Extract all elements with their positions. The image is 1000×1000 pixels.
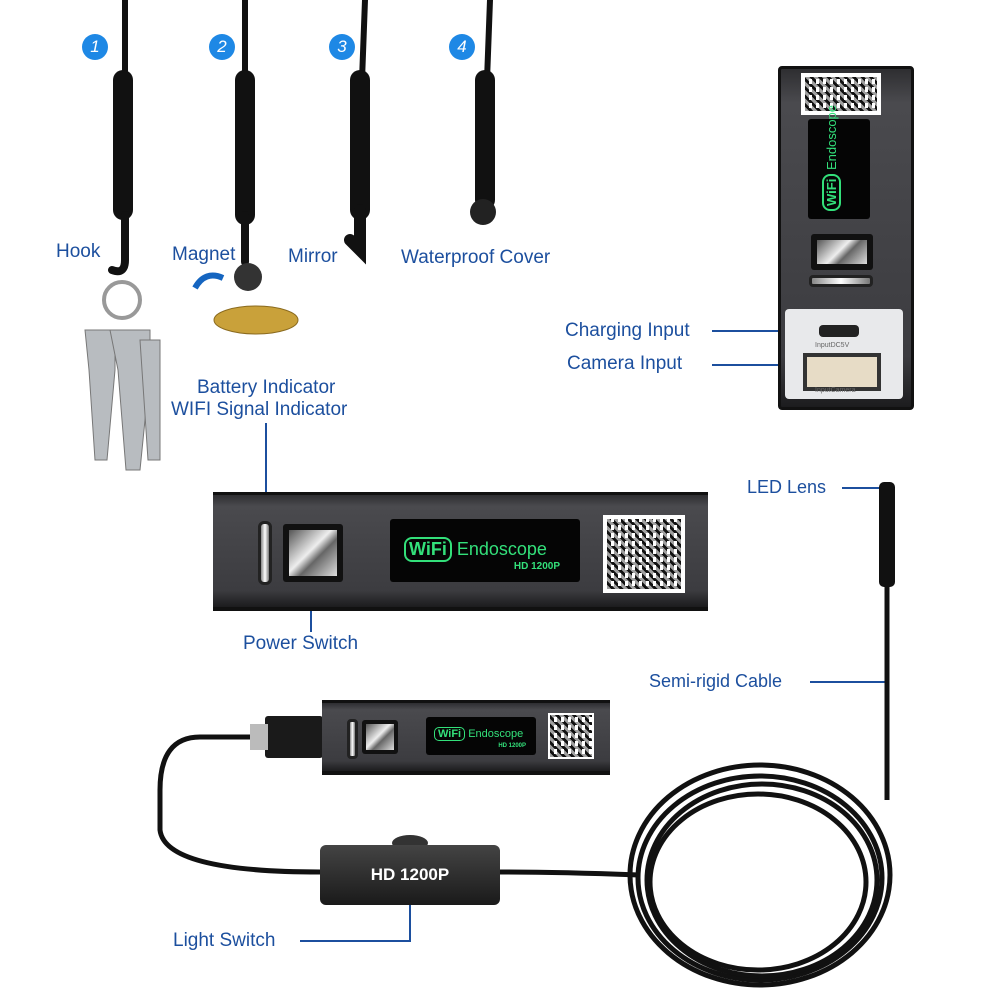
label-camera-input: Camera Input <box>567 353 683 374</box>
label-charging-input: Charging Input <box>565 320 690 341</box>
battery-wifi-indicator <box>347 719 358 759</box>
device-screen: WiFi Endoscope HD 1200P <box>426 717 536 755</box>
resolution-label: HD 1200P <box>498 743 526 749</box>
qr-code <box>603 515 685 593</box>
device-name: Endoscope <box>824 104 839 171</box>
indicator-slot <box>809 275 873 287</box>
label-semi-rigid-cable: Semi-rigid Cable <box>649 671 783 691</box>
cable-box-label: HD 1200P <box>370 865 450 884</box>
port-dc-label: InputDC5V <box>815 342 850 349</box>
small-device: WiFi Endoscope HD 1200P <box>322 700 610 775</box>
resolution-label: HD 1200P <box>513 561 560 572</box>
wifi-badge: WiFi <box>404 537 452 562</box>
power-switch[interactable] <box>283 524 343 582</box>
label-waterproof-cover: Waterproof Cover <box>401 247 551 268</box>
accessory-number-3: 3 <box>329 34 355 60</box>
label-power-switch: Power Switch <box>243 633 359 654</box>
label-wifi-signal-indicator: WIFI Signal Indicator <box>171 399 348 420</box>
label-magnet: Magnet <box>172 244 236 265</box>
device-screen: WiFi Endoscope HD 1200P <box>390 519 580 582</box>
qr-code <box>548 713 594 759</box>
main-device: WiFi Endoscope HD 1200P <box>213 492 708 611</box>
port-panel: InputDC5V InputCamera <box>785 309 903 399</box>
battery-wifi-indicator <box>258 521 272 585</box>
device-screen: WiFi Endoscope <box>808 105 870 219</box>
usb-a-port[interactable] <box>803 353 881 391</box>
qr-code <box>801 73 881 115</box>
power-switch[interactable] <box>811 234 873 270</box>
light-switch-box[interactable]: HD 1200P <box>320 845 500 905</box>
label-mirror: Mirror <box>288 246 338 267</box>
device-name: Endoscope <box>468 728 524 740</box>
label-led-lens: LED Lens <box>747 477 827 497</box>
wifi-badge: WiFi <box>434 727 466 741</box>
power-switch[interactable] <box>362 720 398 754</box>
micro-usb-port[interactable] <box>819 325 859 337</box>
label-battery-indicator: Battery Indicator <box>197 377 336 398</box>
port-camera-label: InputCamera <box>815 387 856 394</box>
label-hook: Hook <box>56 241 101 262</box>
accessory-number-4: 4 <box>449 34 475 60</box>
accessory-number-1: 1 <box>82 34 108 60</box>
device-name: Endoscope <box>456 539 547 559</box>
label-light-switch: Light Switch <box>173 930 276 951</box>
accessory-number-2: 2 <box>209 34 235 60</box>
vertical-device: WiFi Endoscope InputDC5V InputCamera <box>778 66 914 410</box>
wifi-badge: WiFi <box>822 173 841 211</box>
